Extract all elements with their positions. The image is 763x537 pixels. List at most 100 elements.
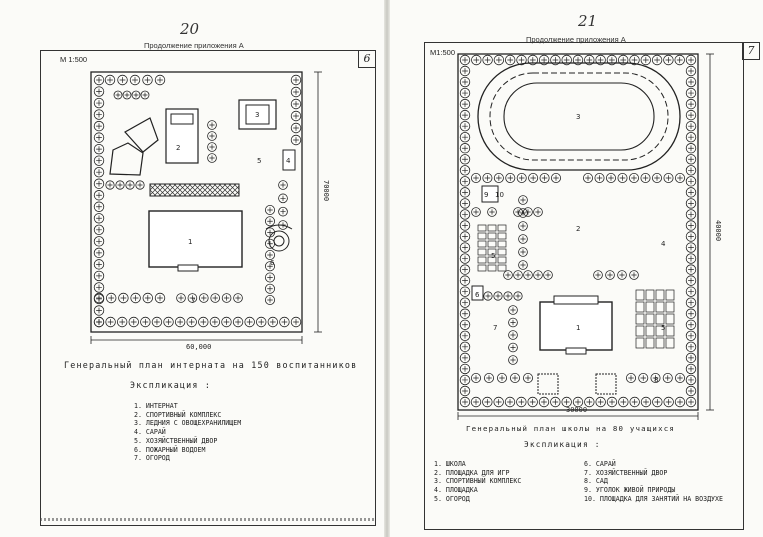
flower-bed-1 <box>109 142 144 176</box>
tree-symbol <box>662 372 673 383</box>
tree-symbol <box>629 396 640 408</box>
tree-symbol <box>290 74 302 86</box>
tree-symbol <box>142 292 154 304</box>
tree-symbol <box>459 385 471 397</box>
tree-symbol <box>93 224 105 236</box>
plan-label-6: 6 <box>270 259 275 267</box>
plan-label-8: 8 <box>654 376 658 384</box>
tree-symbol <box>628 172 639 183</box>
tree-symbol <box>685 143 697 154</box>
tree-symbol <box>278 193 288 204</box>
tree-symbol <box>93 190 105 201</box>
tree-symbol <box>685 209 697 220</box>
legend-item: 6. ПОЖАРНЫЙ ВОДОЕМ <box>134 445 206 454</box>
dim-width-label: 60,000 <box>186 343 212 351</box>
tree-symbol <box>93 213 105 224</box>
right-page: 21 Продолжение приложения А М1:500 7 1 <box>388 0 763 537</box>
tree-symbol <box>199 293 209 303</box>
page-gutter <box>384 0 390 537</box>
plan-label-4: 4 <box>661 240 666 248</box>
tree-symbol <box>606 396 618 408</box>
flower-bed-2 <box>124 117 159 153</box>
garden-bed <box>487 232 497 240</box>
garden-bed <box>635 313 645 325</box>
garden-bed <box>645 325 655 337</box>
tree-rows <box>459 54 697 408</box>
tree-symbol <box>685 220 697 231</box>
tree-symbol <box>550 172 561 183</box>
site-plan-school: 1 2 3 4 5 5 6 7 8 9 10 <box>457 53 714 420</box>
tree-symbol <box>539 172 550 183</box>
tree-symbol <box>629 270 639 280</box>
tree-symbol <box>93 316 105 328</box>
tree-symbol <box>122 90 132 100</box>
tree-symbol <box>459 154 471 165</box>
tree-symbol <box>207 120 217 130</box>
plan-label-3: 3 <box>255 111 259 119</box>
tree-symbol <box>163 316 174 328</box>
tree-symbol <box>685 198 697 209</box>
tree-symbol <box>264 283 275 294</box>
tree-symbol <box>459 253 471 264</box>
tree-symbol <box>93 86 105 97</box>
plan-title: Генеральный план интерната на 150 воспит… <box>64 360 358 370</box>
tree-symbol <box>482 172 493 183</box>
tree-symbol <box>685 231 697 242</box>
tree-symbol <box>504 396 516 408</box>
tree-symbol <box>685 154 697 165</box>
tree-symbol <box>471 54 482 66</box>
tree-symbol <box>482 54 493 66</box>
tree-symbol <box>652 396 663 408</box>
tree-symbol <box>459 341 471 353</box>
tree-symbol <box>594 172 605 183</box>
tree-symbol <box>493 54 505 66</box>
tree-symbol <box>459 176 471 187</box>
tree-symbol <box>113 90 123 100</box>
tree-symbol <box>625 372 636 383</box>
garden-bed <box>487 240 497 248</box>
tree-symbol <box>186 316 197 328</box>
sheet-frame <box>40 50 376 526</box>
sheet-number: 7 <box>742 42 760 60</box>
tree-symbol <box>290 134 302 146</box>
tree-symbol <box>651 54 663 66</box>
garden-bed <box>497 256 507 264</box>
tree-symbol <box>513 270 523 280</box>
tree-symbol <box>582 172 593 183</box>
tree-rows <box>93 74 302 328</box>
tree-symbol <box>459 396 471 408</box>
plan-label-6: 6 <box>475 291 480 299</box>
tree-symbol <box>685 131 697 143</box>
garden-bed <box>477 248 487 256</box>
school-porch <box>565 347 587 355</box>
legend-item: 3. СПОРТИВНЫЙ КОМПЛЕКС <box>434 477 522 486</box>
tree-symbol <box>493 291 503 301</box>
tree-symbol <box>117 74 128 86</box>
tree-symbol <box>459 198 471 209</box>
tree-symbol <box>93 270 105 282</box>
tree-symbol <box>93 247 105 259</box>
tree-symbol <box>650 372 661 383</box>
tree-symbol <box>104 74 116 86</box>
tree-symbol <box>459 54 471 66</box>
tree-symbol <box>187 293 198 303</box>
tree-symbol <box>685 76 697 88</box>
tree-symbol <box>497 372 508 383</box>
garden-bed <box>655 337 665 349</box>
tree-symbol <box>516 396 527 408</box>
tree-symbol <box>685 109 697 121</box>
garden-bed <box>477 264 487 272</box>
tree-symbol <box>459 330 471 342</box>
tree-symbol <box>198 316 209 328</box>
tree-symbol <box>278 206 288 217</box>
tree-symbol <box>244 316 255 328</box>
garden-bed <box>655 325 665 337</box>
tree-symbol <box>459 352 471 364</box>
tree-symbol <box>533 207 543 217</box>
tree-symbol <box>685 297 697 308</box>
icehouse-inner <box>245 104 270 125</box>
garden-bed <box>665 313 675 325</box>
tree-symbol <box>606 54 618 66</box>
tree-symbol <box>617 172 628 183</box>
explication-legend: 1. ИНТЕРНАТ 2. СПОРТИВНЫЙ КОМПЛЕКС 3. ЛЕ… <box>134 402 241 463</box>
